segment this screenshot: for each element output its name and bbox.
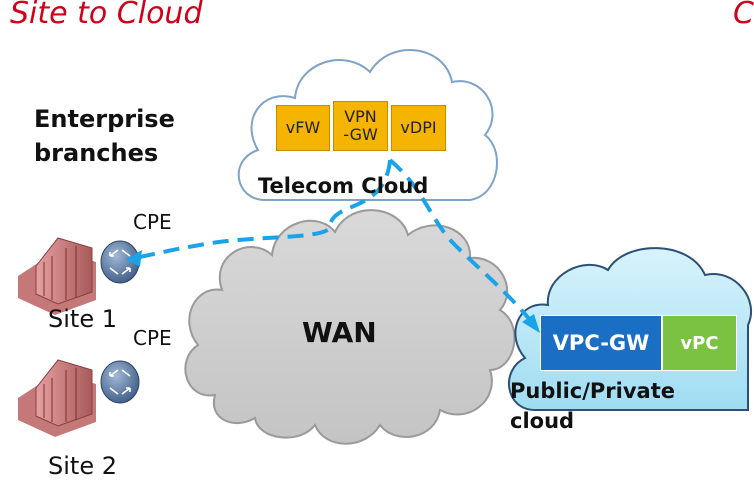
enterprise-label: Enterprise branches (34, 102, 175, 170)
cpe-label: CPE (133, 326, 172, 350)
vpc-block: VPC-GW vPC (540, 315, 737, 371)
tunnel-arrow (388, 158, 540, 333)
site-label: Site 1 (48, 305, 117, 333)
vnf-group: vFW VPN -GW vDPI (276, 101, 446, 151)
enterprise-label-line2: branches (34, 139, 159, 167)
vnf-box: VPN -GW (333, 101, 388, 151)
enterprise-label-line1: Enterprise (34, 105, 175, 133)
wan-label: WAN (302, 316, 377, 349)
telecom-cloud-label: Telecom Cloud (258, 174, 429, 198)
wan-cloud-shape (184, 209, 516, 445)
cpe-label: CPE (133, 210, 172, 234)
router-icon (100, 360, 140, 404)
vpc-gw-box: VPC-GW (541, 316, 663, 370)
diagram-title-partial: C (733, 0, 754, 31)
public-cloud-label-line2: cloud (510, 409, 575, 433)
vnf-box: vFW (276, 105, 330, 151)
vnf-box: vDPI (391, 105, 446, 151)
public-cloud-label: Public/Private cloud (510, 376, 675, 436)
diagram-title: Site to Cloud (10, 0, 203, 31)
building-icon (18, 359, 96, 437)
public-cloud-label-line1: Public/Private (510, 379, 675, 403)
site-label: Site 2 (48, 452, 117, 480)
tunnel-arrow (126, 159, 392, 267)
vpc-box: vPC (663, 316, 736, 370)
building-icon (18, 237, 96, 315)
